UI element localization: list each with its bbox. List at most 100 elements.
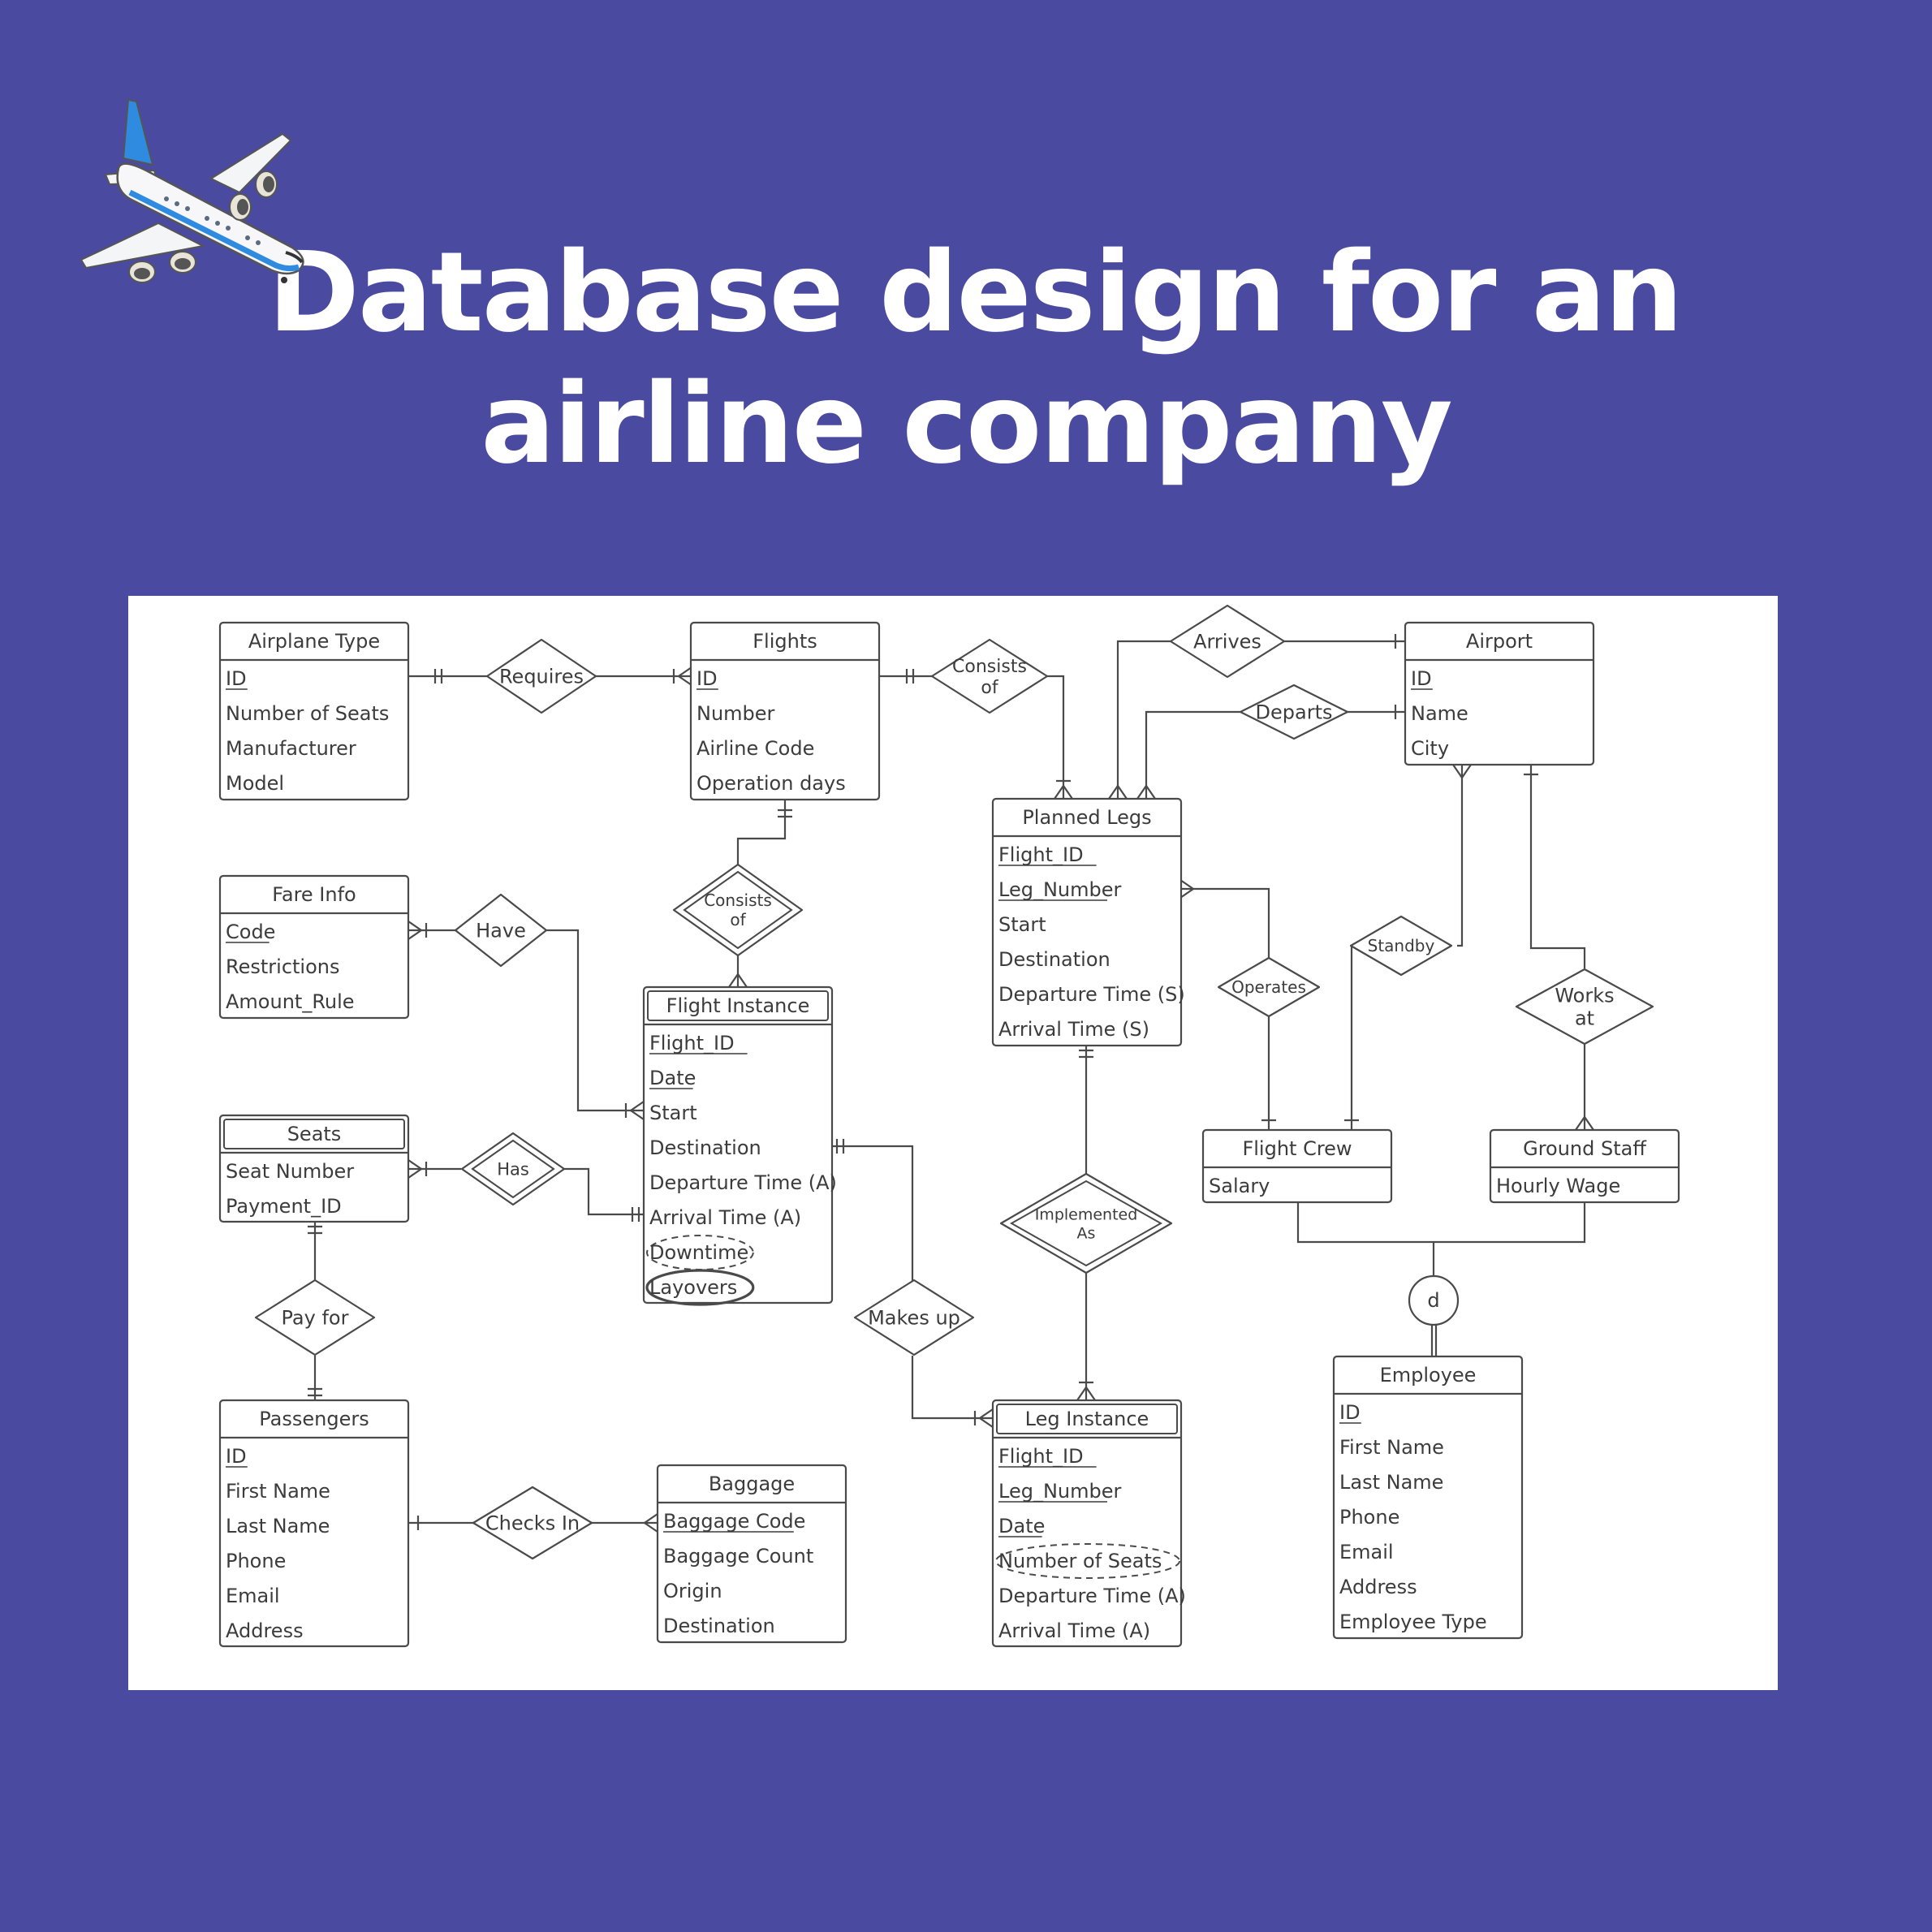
attribute: Phone: [226, 1550, 286, 1572]
attribute: Departure Time (A): [998, 1585, 1186, 1607]
relationship-arrives: Arrives: [1169, 604, 1286, 679]
entity-flight-instance: Flight InstanceFlight_IDDateStartDestina…: [642, 985, 837, 1306]
cardinality-one-or-many: [624, 1101, 645, 1120]
attribute: Date: [998, 1515, 1045, 1537]
cardinality-one-and-only-one: [778, 809, 792, 818]
attribute: Address: [1339, 1576, 1417, 1598]
cardinality-many: [728, 972, 748, 988]
attribute: Phone: [1339, 1506, 1399, 1529]
attribute: Name: [1411, 702, 1468, 725]
entity-title: Leg Instance: [1025, 1408, 1149, 1430]
attribute: Leg_Number: [998, 878, 1121, 901]
connector-consists-of-legs-2: [1047, 675, 1065, 799]
relationship-pay-for: Pay for: [254, 1279, 376, 1356]
relationship-has: Has: [460, 1132, 566, 1206]
relationship-label: Implemented: [1035, 1205, 1138, 1223]
attribute: Email: [1339, 1541, 1394, 1563]
attribute: Baggage Code: [663, 1510, 805, 1533]
relationship-label: Have: [476, 920, 526, 942]
attribute: Last Name: [1339, 1471, 1443, 1494]
relationship-label: Departs: [1256, 701, 1333, 724]
attribute: Downtime: [649, 1241, 748, 1264]
attribute: Seat Number: [226, 1160, 354, 1183]
attribute: Departure Time (A): [649, 1171, 837, 1194]
attribute: Leg_Number: [998, 1480, 1121, 1503]
cardinality-one-or-many: [408, 1159, 428, 1179]
relationship-operates: Operates: [1217, 956, 1321, 1018]
attribute: Operation days: [696, 772, 846, 795]
attribute: ID: [1411, 667, 1432, 690]
cardinality-one-or-many: [973, 1408, 994, 1428]
cardinality-many: [1108, 784, 1128, 800]
cardinality-one-and-only-one: [1079, 1049, 1093, 1059]
entity-title: Airport: [1466, 630, 1533, 653]
entity-title: Flight Instance: [666, 994, 810, 1017]
entity-title: Flights: [753, 630, 817, 653]
connector-has-2: [564, 1167, 644, 1216]
cardinality-one-or-many: [672, 666, 692, 686]
relationship-label: of: [730, 910, 746, 929]
cardinality-one-and-only-one: [835, 1139, 845, 1154]
entity-title: Baggage: [709, 1473, 795, 1495]
cardinality-many: [643, 1513, 658, 1533]
attribute: ID: [696, 667, 718, 690]
relationship-label: Works: [1555, 985, 1614, 1007]
attribute: Amount_Rule: [226, 990, 355, 1013]
attribute: Number of Seats: [998, 1550, 1162, 1572]
attribute: Arrival Time (A): [649, 1206, 801, 1229]
relationship-label: Operates: [1231, 977, 1306, 997]
title-line-1: Database design for an: [268, 229, 1683, 357]
attribute: Flight_ID: [649, 1032, 735, 1054]
attribute: Employee Type: [1339, 1611, 1487, 1633]
title-line-2: airline company: [481, 360, 1452, 489]
attribute: Last Name: [226, 1515, 330, 1537]
attribute: Origin: [663, 1580, 722, 1602]
connector-standby-2: [1350, 944, 1365, 1130]
attribute: Email: [226, 1585, 280, 1607]
attribute: Layovers: [649, 1276, 737, 1299]
cardinality-one-and-only-one: [905, 669, 915, 684]
relationship-label: Checks In: [485, 1512, 580, 1535]
cardinality-many: [1179, 879, 1195, 899]
attribute: Manufacturer: [226, 737, 356, 760]
airplane-icon: [80, 98, 304, 283]
attribute: ID: [226, 667, 247, 690]
entity-title: Passengers: [259, 1408, 369, 1430]
attribute: Number of Seats: [226, 702, 389, 725]
attribute: Number: [696, 702, 775, 725]
connector-standby-1: [1457, 765, 1464, 947]
connector-makes-up-2: [911, 1356, 993, 1420]
attribute: Arrival Time (A): [998, 1619, 1150, 1642]
attribute: First Name: [1339, 1436, 1444, 1459]
connector-works-at-1: [1529, 765, 1586, 968]
cardinality-one-and-only-one: [308, 1387, 322, 1397]
relationship-standby: Standby: [1349, 915, 1453, 977]
relationship-departs: Departs: [1239, 684, 1349, 740]
attribute: Destination: [649, 1136, 761, 1159]
connector-specialization-1: [1296, 1202, 1586, 1244]
connector-operates-1: [1180, 887, 1270, 959]
attribute: Salary: [1209, 1175, 1270, 1197]
entity-title: Ground Staff: [1523, 1137, 1646, 1160]
attribute: City: [1411, 737, 1449, 760]
attribute: Date: [649, 1067, 696, 1089]
connector-arrives-1: [1116, 640, 1171, 799]
relationship-label: Requires: [499, 666, 584, 688]
attribute: Restrictions: [226, 955, 339, 978]
entity-title: Flight Crew: [1242, 1137, 1352, 1160]
attribute: Destination: [663, 1615, 775, 1637]
entity-title: Airplane Type: [248, 630, 380, 653]
attribute: Flight_ID: [998, 843, 1084, 866]
attribute: Start: [998, 913, 1046, 936]
